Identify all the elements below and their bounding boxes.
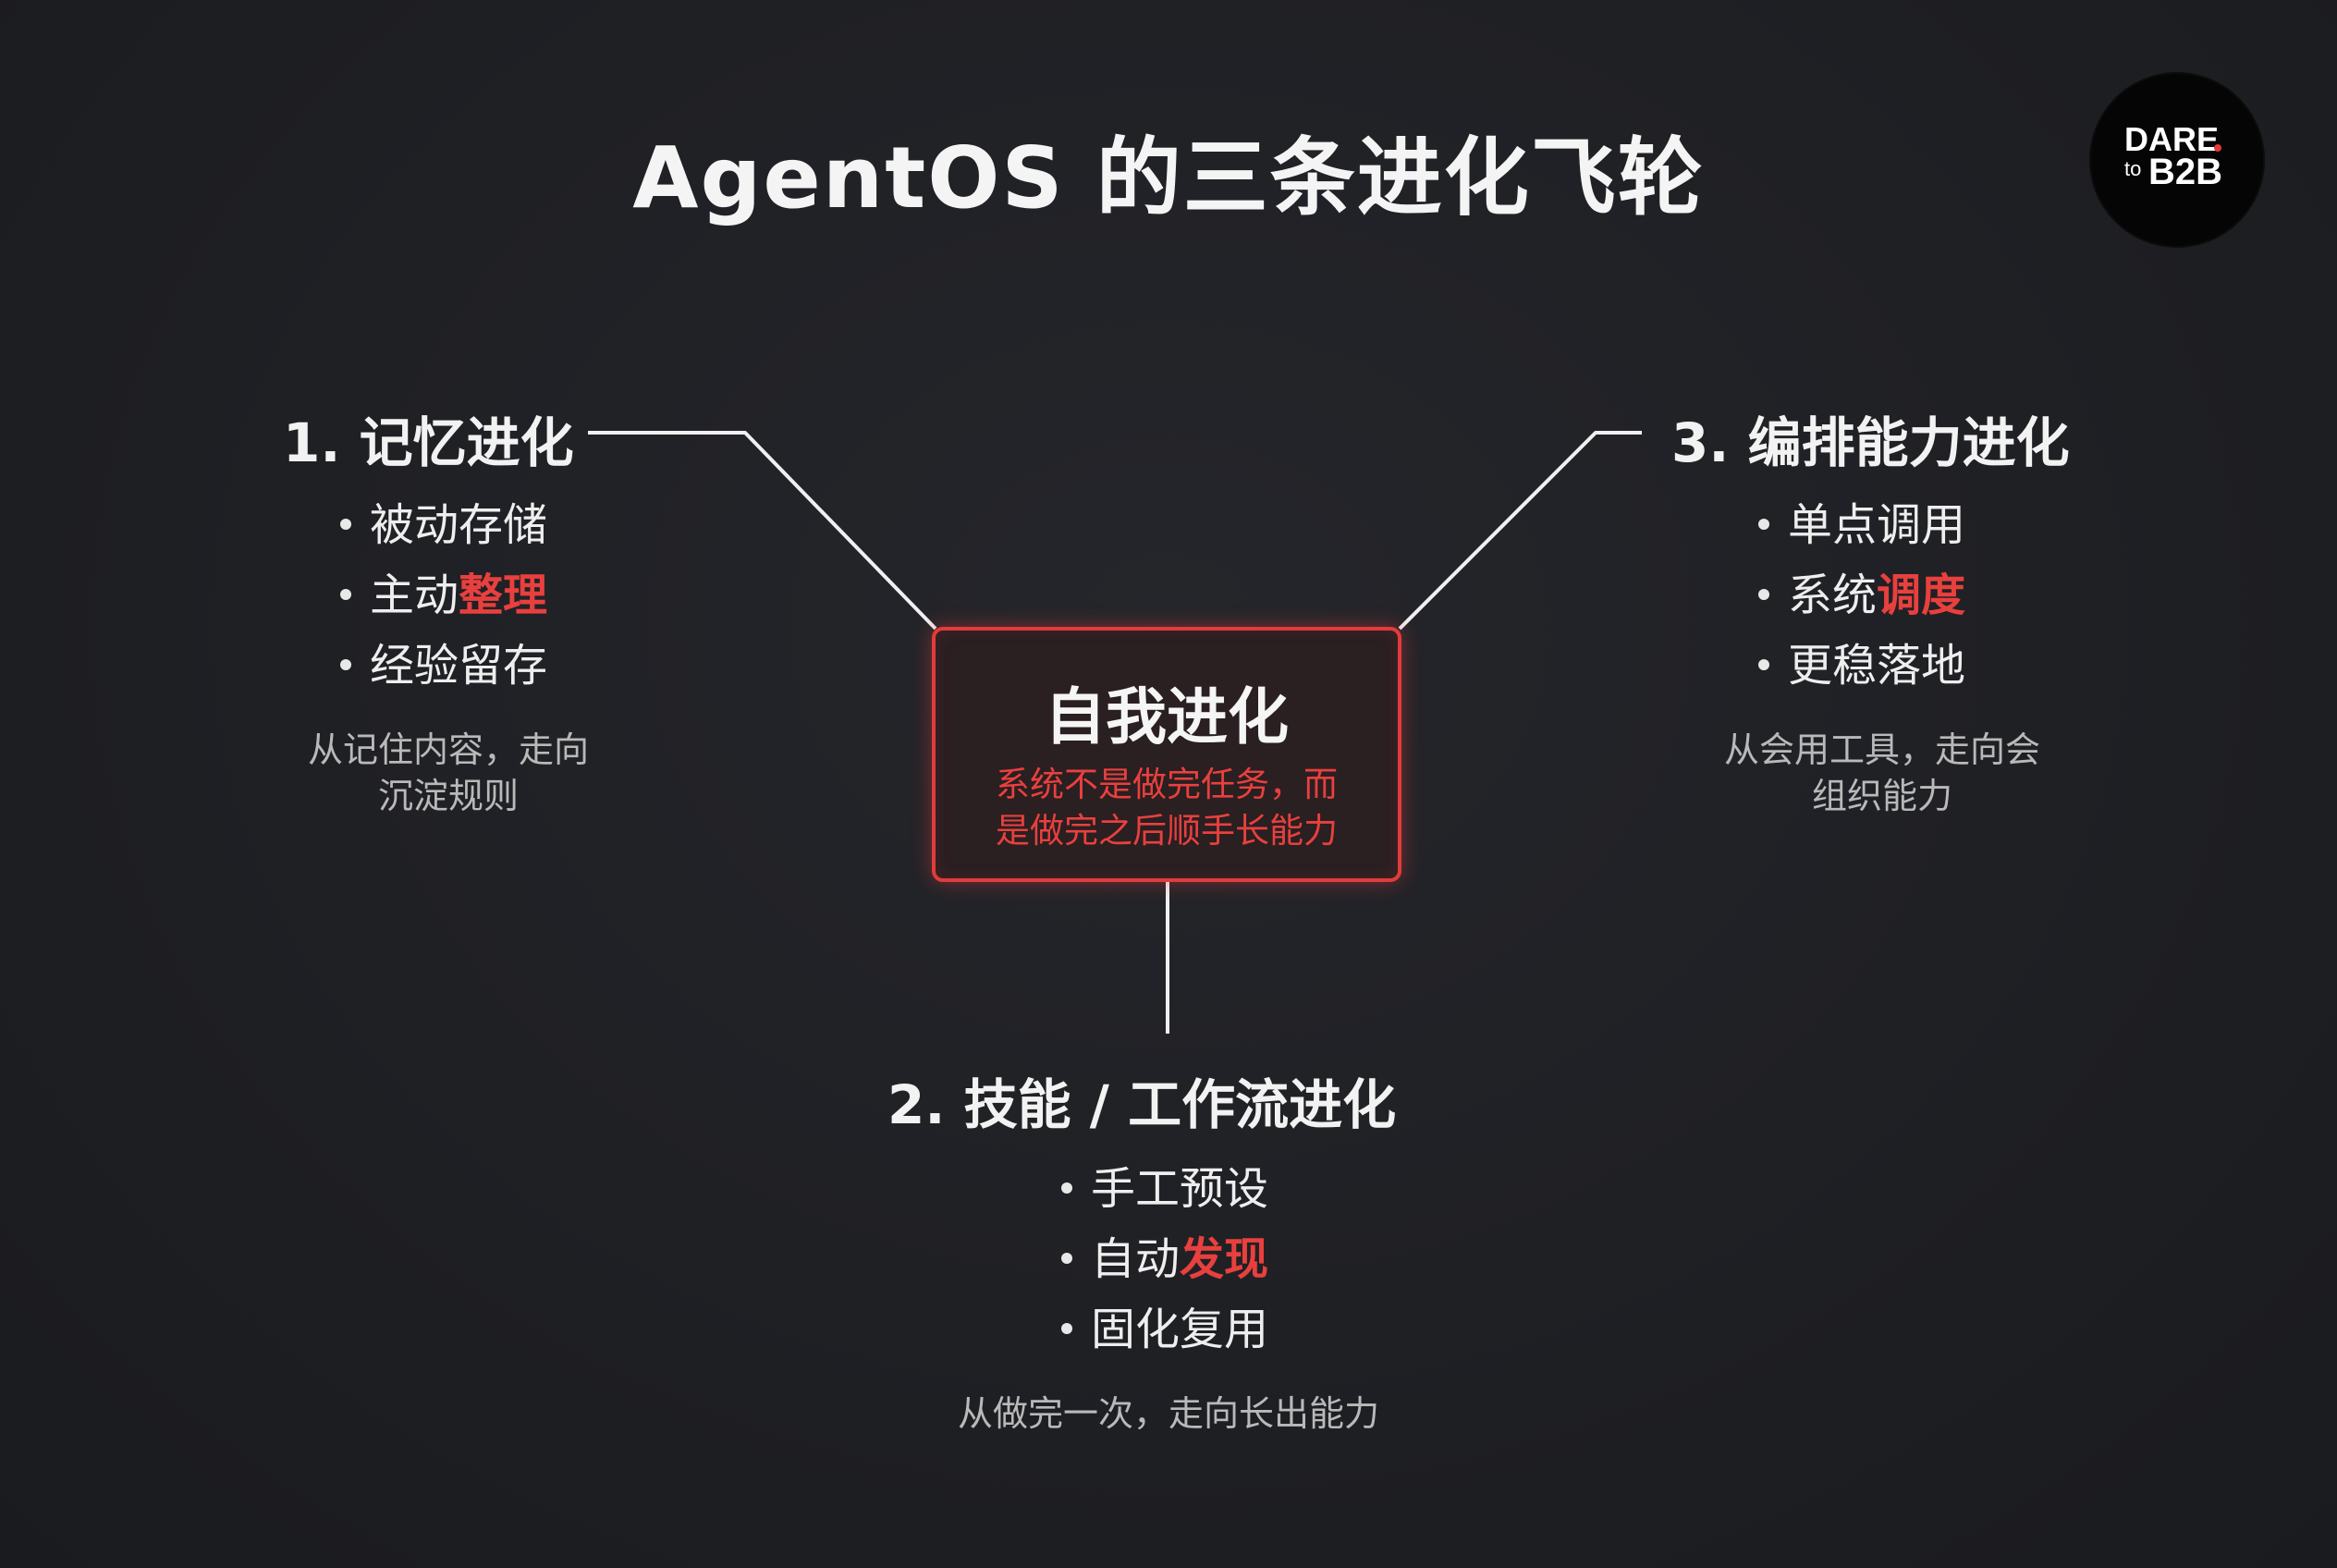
bullet-dot: [1758, 589, 1769, 600]
list-item: 系统调度: [1758, 560, 1965, 631]
logo-to-text: to: [2124, 157, 2142, 180]
slide-title: AgentOS 的三条进化飞轮: [632, 129, 1705, 227]
bullet-dot: [340, 659, 351, 670]
highlight-text: 调度: [1877, 570, 1966, 621]
list-item: 手工预设: [1061, 1154, 1268, 1224]
highlight-text: 发现: [1180, 1233, 1269, 1285]
list-item: 被动存储: [340, 490, 547, 560]
center-subtitle: 系统不是做完任务，而 是做完之后顺手长能力: [996, 765, 1338, 851]
branch-title-memory: 1. 记忆进化: [283, 411, 574, 474]
note-orchestration: 从会用工具，走向会 组织能力: [1723, 729, 2040, 816]
logo-dare-text: DARE: [2124, 120, 2220, 158]
bullet-dot: [1758, 519, 1769, 530]
bullet-dot: [1061, 1253, 1072, 1264]
list-item: 经验留存: [340, 631, 547, 701]
bullet-list-skills: 手工预设 自动发现 固化复用: [1061, 1154, 1268, 1365]
note-skills: 从做完一次，走向长出能力: [957, 1393, 1379, 1434]
connector-orchestration: [1398, 431, 1642, 631]
bullet-dot: [1061, 1323, 1072, 1334]
list-item: 更稳落地: [1758, 631, 1965, 701]
connector-memory: [588, 431, 937, 631]
bullet-dot: [340, 589, 351, 600]
bullet-list-orchestration: 单点调用 系统调度 更稳落地: [1758, 490, 1965, 701]
highlight-text: 整理: [459, 570, 548, 621]
center-title: 自我进化: [1045, 681, 1289, 753]
bullet-dot: [1061, 1182, 1072, 1194]
branch-title-skills: 2. 技能 / 工作流进化: [887, 1073, 1397, 1136]
bullet-dot: [1758, 659, 1769, 670]
dare-to-b2b-logo: DARE to B2B: [2091, 74, 2263, 246]
list-item: 自动发现: [1061, 1224, 1268, 1294]
logo-red-dot: [2214, 144, 2221, 152]
center-self-evolution-box: 自我进化 系统不是做完任务，而 是做完之后顺手长能力: [932, 627, 1401, 882]
list-item: 单点调用: [1758, 490, 1965, 560]
bullet-dot: [340, 519, 351, 530]
logo-b2b-text: B2B: [2148, 152, 2223, 192]
list-item: 主动整理: [340, 560, 547, 631]
list-item: 固化复用: [1061, 1294, 1268, 1365]
branch-title-orchestration: 3. 编排能力进化: [1671, 411, 2070, 474]
note-memory: 从记住内容，走向 沉淀规则: [307, 729, 589, 816]
bullet-list-memory: 被动存储 主动整理 经验留存: [340, 490, 547, 701]
